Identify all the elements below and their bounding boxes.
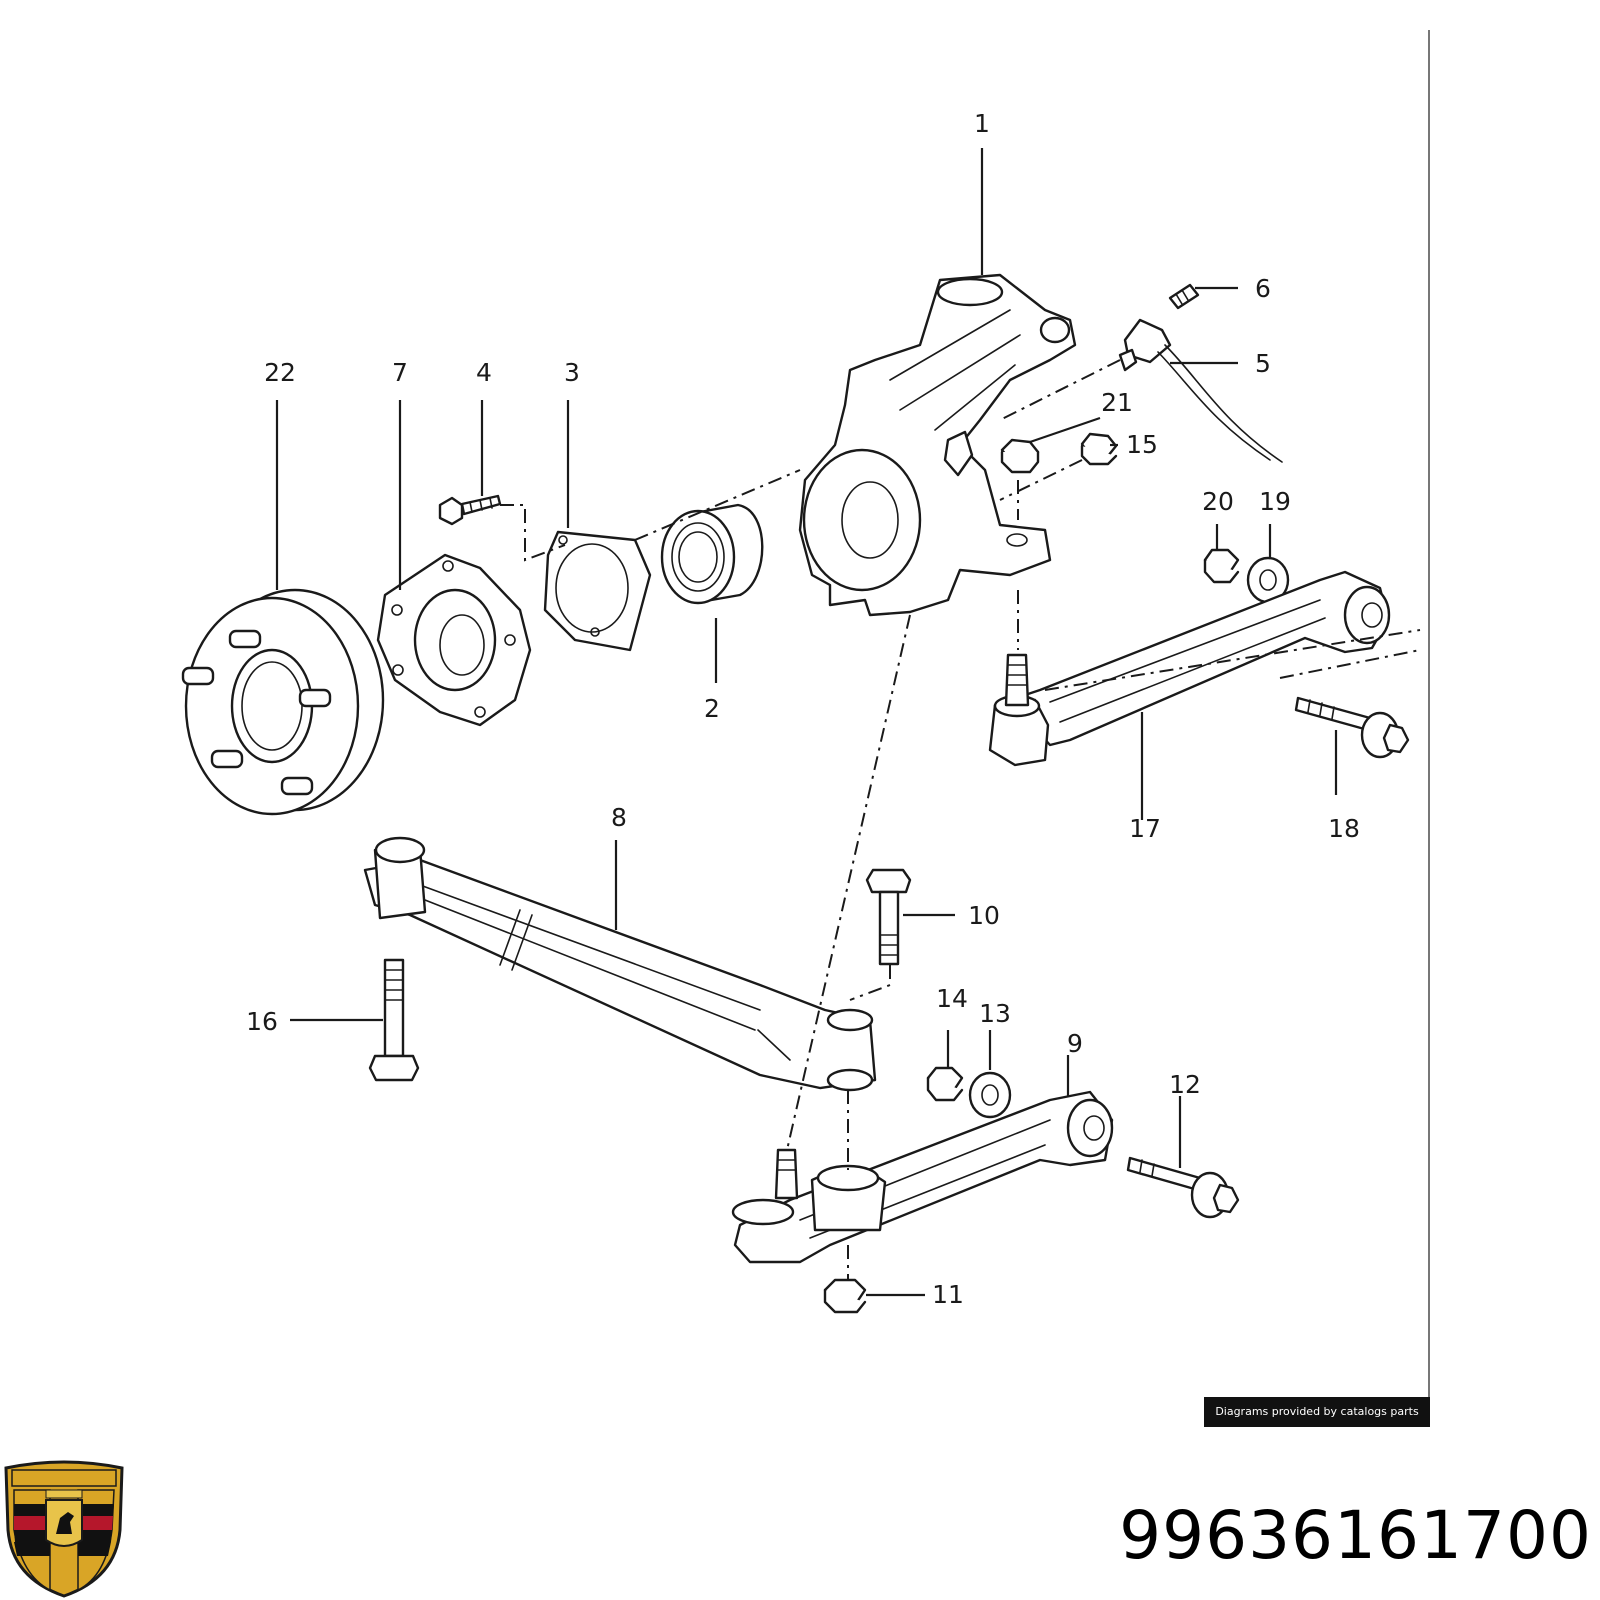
callout-22: 22	[264, 358, 296, 387]
callout-21: 21	[1101, 388, 1133, 417]
part-bolt-16	[368, 958, 420, 1082]
callout-4: 4	[476, 358, 492, 387]
callout-5: 5	[1255, 349, 1271, 378]
callout-8: 8	[611, 803, 627, 832]
part-wheel-bearing	[660, 503, 764, 605]
part-bolt-10	[865, 868, 912, 966]
callout-1: 1	[974, 109, 990, 138]
part-backing-plate	[543, 530, 652, 652]
part-lower-wishbone-9	[731, 1090, 1114, 1264]
callout-14: 14	[936, 984, 968, 1013]
part-abs-sensor	[1118, 318, 1283, 463]
part-upper-control-arm	[988, 570, 1391, 767]
part-wheel-carrier	[798, 273, 1077, 617]
callout-18: 18	[1328, 814, 1360, 843]
callout-19: 19	[1259, 487, 1291, 516]
callout-leaders	[275, 148, 1338, 1297]
callout-17: 17	[1129, 814, 1161, 843]
part-nut-11	[823, 1278, 867, 1314]
callout-labels: 1 2 3 4 5 6 7 8 9 10 11 12 13 14 15 16 1…	[246, 109, 1360, 1309]
part-sensor-screw	[1168, 283, 1200, 310]
part-nut-15	[1080, 432, 1118, 466]
part-bolt-18	[1294, 696, 1410, 759]
part-washer-13	[968, 1071, 1012, 1119]
part-lower-arm-8	[363, 836, 877, 1092]
part-nut-14	[926, 1066, 964, 1102]
part-nut-20	[1203, 548, 1240, 584]
callout-3: 3	[564, 358, 580, 387]
part-nut-21	[1000, 438, 1040, 474]
part-bolt-4	[438, 494, 502, 526]
callout-6: 6	[1255, 274, 1271, 303]
callout-13: 13	[979, 999, 1011, 1028]
part-bolt-12	[1126, 1156, 1240, 1219]
diagram-credit-label: Diagrams provided by catalogs parts	[1204, 1397, 1430, 1427]
callout-2: 2	[704, 694, 720, 723]
callout-10: 10	[968, 901, 1000, 930]
assembly-lines	[500, 359, 1421, 1280]
part-number-label: 99636161700	[1119, 1497, 1592, 1574]
callout-15: 15	[1126, 430, 1158, 459]
callout-11: 11	[932, 1280, 964, 1309]
callout-16: 16	[246, 1007, 278, 1036]
callout-9: 9	[1067, 1029, 1083, 1058]
part-wheel-hub	[376, 553, 532, 727]
callout-7: 7	[392, 358, 408, 387]
callout-12: 12	[1169, 1070, 1201, 1099]
part-brake-disc	[181, 588, 385, 816]
porsche-crest-icon	[4, 1460, 124, 1598]
callout-20: 20	[1202, 487, 1234, 516]
